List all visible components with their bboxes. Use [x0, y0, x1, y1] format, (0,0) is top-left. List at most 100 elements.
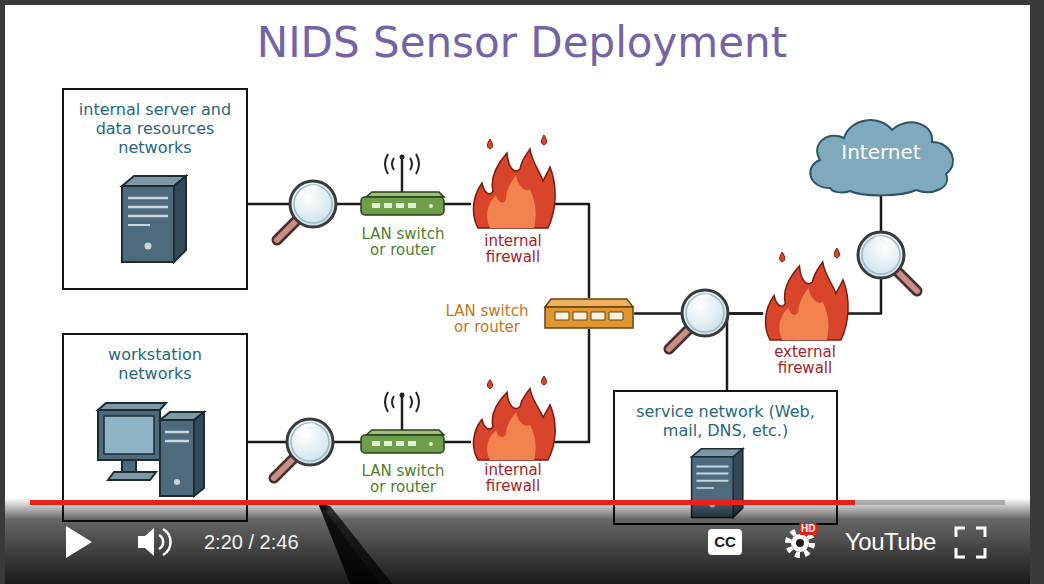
network-link: [555, 204, 589, 297]
lan-switch-part: [591, 312, 605, 320]
lan-switch-part: [400, 155, 405, 160]
lan-switch-part: [416, 392, 419, 412]
fullscreen-icon: [976, 548, 985, 557]
firewall-part: [780, 252, 785, 262]
network-link: [445, 441, 470, 444]
workstation-icon: [194, 412, 204, 496]
label-holder: HD: [799, 523, 817, 535]
lan-switch-part: [401, 158, 404, 194]
firewall-part: [541, 376, 546, 385]
firewall-part: [834, 248, 839, 258]
lan-switch-part: [609, 312, 623, 320]
lan-switch-part: [372, 203, 380, 208]
firewall-part: [487, 380, 492, 389]
lan-switch-shape: [543, 297, 635, 330]
node-label: service network (Web, mail, DNS, etc.): [627, 402, 824, 440]
lan-switch-part: [555, 312, 569, 320]
network-link: [727, 314, 762, 391]
label-holder: YouTube: [845, 527, 936, 557]
title-holder: NIDS Sensor Deployment: [0, 18, 1044, 68]
lan-switch-part: [384, 203, 392, 208]
label-holder: CC: [708, 529, 742, 555]
lan-switch-part: [545, 307, 633, 328]
firewall-shape: [470, 145, 555, 228]
progress-track: [30, 500, 1005, 505]
firewall: internal firewall: [470, 145, 555, 228]
firewall-part: [766, 262, 849, 340]
workstation-icon: [165, 431, 189, 434]
nids-sensor: [277, 181, 336, 240]
lan-switch-shape: [360, 430, 445, 454]
youtube-logo: YouTube: [845, 527, 936, 557]
fullscreen-icon: [976, 528, 985, 537]
firewall: internal firewall: [470, 385, 555, 460]
firewall-part: [487, 175, 536, 228]
nids-sensor: [669, 290, 728, 349]
nids-sensor: [858, 232, 917, 291]
node-label: Internet: [841, 140, 920, 164]
lan-switch-part: [361, 435, 444, 453]
node-label: LAN switch or router: [355, 226, 451, 258]
fullscreen-icon: [956, 548, 965, 557]
firewall-part: [487, 139, 492, 149]
lan-switch-part: [385, 392, 388, 412]
lan-switch-part: [392, 396, 394, 408]
settings-gear: [791, 534, 809, 552]
fullscreen-icon: [956, 528, 965, 537]
lan-switch-part: [545, 299, 633, 307]
lan-switch-part: [410, 396, 412, 408]
volume-icon: [163, 529, 171, 555]
lan-switch-part: [361, 197, 444, 215]
control-shade: [5, 498, 1030, 584]
node-label: internal server and data resources netwo…: [76, 100, 234, 157]
workstation-icon: [98, 403, 166, 410]
workstation-icon: [165, 440, 189, 443]
network-box: workstation networks: [62, 333, 248, 522]
lan-switch-part: [429, 442, 433, 446]
video-time: 2:20 / 2:46: [204, 529, 299, 555]
node-label: LAN switch or router: [437, 303, 537, 335]
diagram-title: NIDS Sensor Deployment: [0, 18, 1044, 68]
lan-switch-part: [408, 203, 416, 208]
lan-switch-part: [396, 441, 404, 446]
node-label: external firewall: [759, 344, 851, 376]
captions-button: CC: [708, 529, 742, 555]
lan-switch-part: [400, 393, 405, 398]
lan-switch-part: [573, 312, 587, 320]
settings-gear: [796, 539, 804, 547]
lan-switch: LAN switch or router: [360, 430, 445, 454]
whiteboard: [5, 5, 1030, 584]
node-label: LAN switch or router: [355, 463, 451, 495]
lan-switch-part: [392, 158, 394, 170]
firewall-part: [541, 135, 546, 145]
workstation-icon: [98, 403, 204, 496]
volume-icon: [159, 535, 163, 549]
lan-switch: LAN switch or router: [543, 297, 635, 330]
volume-icon: [138, 528, 154, 556]
internet-cloud: Internet: [800, 108, 962, 196]
lan-switch-part: [429, 204, 433, 208]
lan-switch-part: [416, 154, 419, 174]
workstation-icon: [104, 416, 154, 454]
network-link: [555, 330, 589, 442]
workstation-icon: [174, 479, 180, 485]
lan-switch-part: [385, 154, 388, 174]
play-button: [66, 526, 92, 558]
lan-switch-part: [408, 441, 416, 446]
server-icon: [122, 176, 186, 262]
firewall-shape: [762, 258, 848, 340]
network-link: [445, 203, 470, 206]
nids-sensor: [274, 419, 333, 478]
node-label: internal firewall: [467, 233, 559, 265]
workstation-icon: [98, 410, 160, 460]
lan-switch-part: [410, 158, 412, 170]
node-label: internal firewall: [467, 462, 559, 494]
workstation-icon: [160, 420, 194, 496]
internet-cloud-part: [810, 120, 953, 195]
firewall-part: [487, 412, 536, 460]
progress-bar: [30, 500, 855, 505]
